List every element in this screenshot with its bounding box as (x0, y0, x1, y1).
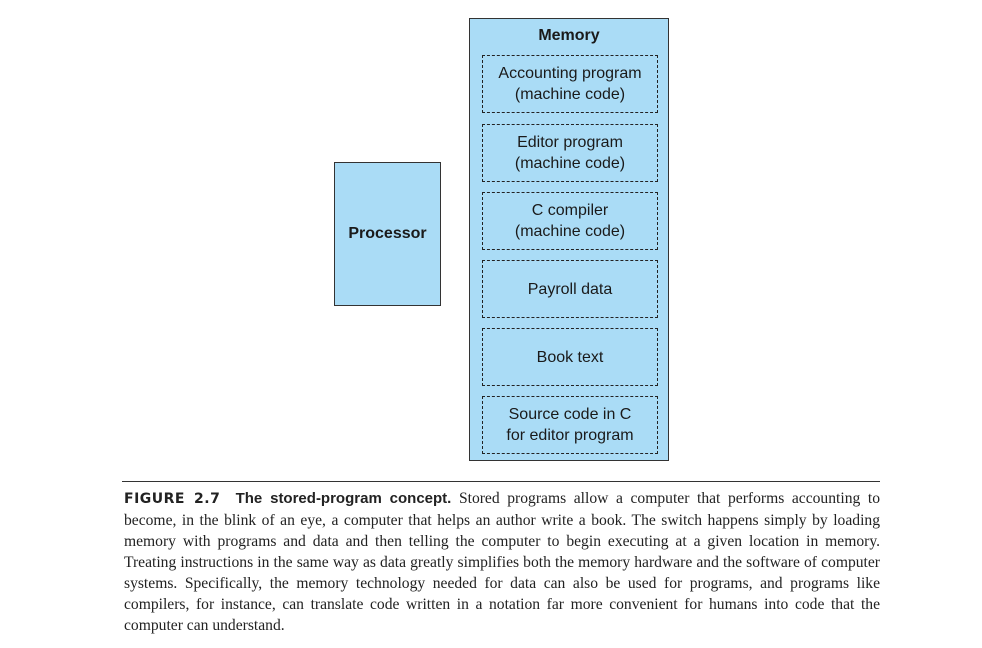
memory-item-payroll-data: Payroll data (482, 260, 658, 318)
figure-number: FIGURE 2.7 (124, 491, 221, 507)
caption-divider (122, 481, 880, 482)
memory-item-book-text: Book text (482, 328, 658, 386)
memory-item-line1: C compiler (531, 202, 609, 219)
memory-box: Memory Accounting program (machine code)… (469, 18, 669, 461)
memory-item-line1: Book text (536, 348, 604, 366)
memory-item-accounting-program: Accounting program (machine code) (482, 55, 658, 113)
figure-caption: FIGURE 2.7 The stored-program concept. S… (124, 488, 880, 636)
memory-item-source-code: Source code in C for editor program (482, 396, 658, 454)
memory-item-line2: (machine code) (514, 155, 626, 172)
caption-body: Stored programs allow a computer that pe… (124, 490, 881, 634)
memory-item-line1: Accounting program (498, 65, 642, 82)
memory-title: Memory (538, 27, 600, 44)
processor-label: Processor (348, 225, 427, 242)
memory-item-line1: Source code in C (508, 406, 632, 423)
processor-box: Processor (334, 162, 441, 306)
memory-item-line2: (machine code) (514, 223, 626, 240)
memory-item-line2: (machine code) (514, 86, 626, 103)
memory-item-line2: for editor program (506, 427, 634, 444)
figure-title: The stored-program concept. (235, 490, 452, 507)
memory-item-editor-program: Editor program (machine code) (482, 124, 658, 182)
memory-item-line1: Payroll data (527, 280, 613, 298)
memory-item-line1: Editor program (517, 134, 623, 151)
memory-item-c-compiler: C compiler (machine code) (482, 192, 658, 250)
